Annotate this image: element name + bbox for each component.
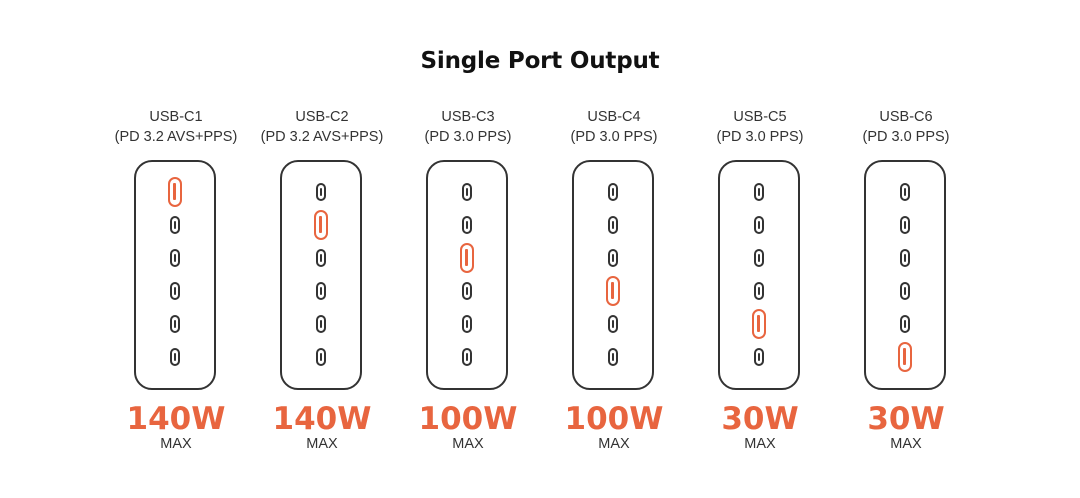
usb-c-port-icon bbox=[608, 249, 618, 267]
usb-c-port-icon bbox=[462, 282, 472, 300]
max-label: MAX bbox=[890, 436, 922, 452]
max-label: MAX bbox=[452, 436, 484, 452]
port-name: USB-C2 bbox=[295, 109, 349, 125]
usb-c-port-icon bbox=[462, 216, 472, 234]
usb-c-port-icon bbox=[608, 183, 618, 201]
power-value: 140W bbox=[272, 401, 372, 437]
port-name: USB-C6 bbox=[879, 109, 933, 125]
port-panel-3: USB-C3 (PD 3.0 PPS) 100W MAX bbox=[393, 0, 543, 498]
port-panel-6: USB-C6 (PD 3.0 PPS) 30W MAX bbox=[831, 0, 981, 498]
usb-c-port-icon bbox=[754, 282, 764, 300]
usb-c-port-icon bbox=[462, 315, 472, 333]
usb-c-port-icon bbox=[170, 249, 180, 267]
max-label: MAX bbox=[160, 436, 192, 452]
usb-c-port-icon bbox=[316, 249, 326, 267]
max-label: MAX bbox=[306, 436, 338, 452]
usb-c-port-icon bbox=[170, 315, 180, 333]
usb-c-port-icon bbox=[316, 183, 326, 201]
port-spec: (PD 3.0 PPS) bbox=[716, 129, 804, 145]
usb-c-port-icon-active bbox=[898, 342, 912, 372]
diagram-title: Single Port Output bbox=[420, 48, 660, 74]
port-name: USB-C5 bbox=[733, 109, 787, 125]
power-value: 100W bbox=[564, 401, 664, 437]
usb-c-port-icon bbox=[462, 183, 472, 201]
charger-outline bbox=[718, 160, 800, 390]
port-spec: (PD 3.0 PPS) bbox=[862, 129, 950, 145]
usb-c-port-icon bbox=[316, 348, 326, 366]
usb-c-port-icon bbox=[754, 348, 764, 366]
usb-c-port-icon bbox=[900, 183, 910, 201]
usb-c-port-icon-active bbox=[314, 210, 328, 240]
power-value: 100W bbox=[418, 401, 518, 437]
usb-c-port-icon bbox=[170, 348, 180, 366]
usb-c-port-icon bbox=[462, 348, 472, 366]
port-spec: (PD 3.0 PPS) bbox=[570, 129, 658, 145]
port-panel-2: USB-C2 (PD 3.2 AVS+PPS) 140W MAX bbox=[247, 0, 397, 498]
usb-c-port-icon-active bbox=[606, 276, 620, 306]
max-label: MAX bbox=[744, 436, 776, 452]
usb-c-port-icon bbox=[608, 315, 618, 333]
usb-c-port-icon-active bbox=[752, 309, 766, 339]
power-value: 30W bbox=[867, 401, 945, 437]
charger-outline bbox=[572, 160, 654, 390]
charger-outline bbox=[864, 160, 946, 390]
port-panel-1: USB-C1 (PD 3.2 AVS+PPS) 140W MAX bbox=[101, 0, 251, 498]
port-panel-5: USB-C5 (PD 3.0 PPS) 30W MAX bbox=[685, 0, 835, 498]
usb-c-port-icon bbox=[754, 183, 764, 201]
port-name: USB-C3 bbox=[441, 109, 495, 125]
usb-c-port-icon bbox=[316, 282, 326, 300]
usb-c-port-icon bbox=[754, 249, 764, 267]
charger-outline bbox=[426, 160, 508, 390]
port-panel-4: USB-C4 (PD 3.0 PPS) 100W MAX bbox=[539, 0, 689, 498]
power-value: 30W bbox=[721, 401, 799, 437]
charger-outline bbox=[134, 160, 216, 390]
usb-c-port-icon bbox=[316, 315, 326, 333]
usb-c-port-icon-active bbox=[460, 243, 474, 273]
usb-c-port-icon bbox=[170, 282, 180, 300]
port-spec: (PD 3.2 AVS+PPS) bbox=[114, 129, 238, 145]
usb-c-port-icon bbox=[900, 216, 910, 234]
power-value: 140W bbox=[126, 401, 226, 437]
usb-c-port-icon bbox=[608, 216, 618, 234]
max-label: MAX bbox=[598, 436, 630, 452]
usb-c-port-icon bbox=[170, 216, 180, 234]
usb-c-port-icon bbox=[754, 216, 764, 234]
port-name: USB-C4 bbox=[587, 109, 641, 125]
usb-c-port-icon bbox=[608, 348, 618, 366]
usb-c-port-icon bbox=[900, 282, 910, 300]
usb-c-port-icon bbox=[900, 249, 910, 267]
port-spec: (PD 3.2 AVS+PPS) bbox=[260, 129, 384, 145]
usb-c-port-icon-active bbox=[168, 177, 182, 207]
usb-c-port-icon bbox=[900, 315, 910, 333]
port-name: USB-C1 bbox=[149, 109, 203, 125]
port-spec: (PD 3.0 PPS) bbox=[424, 129, 512, 145]
charger-outline bbox=[280, 160, 362, 390]
